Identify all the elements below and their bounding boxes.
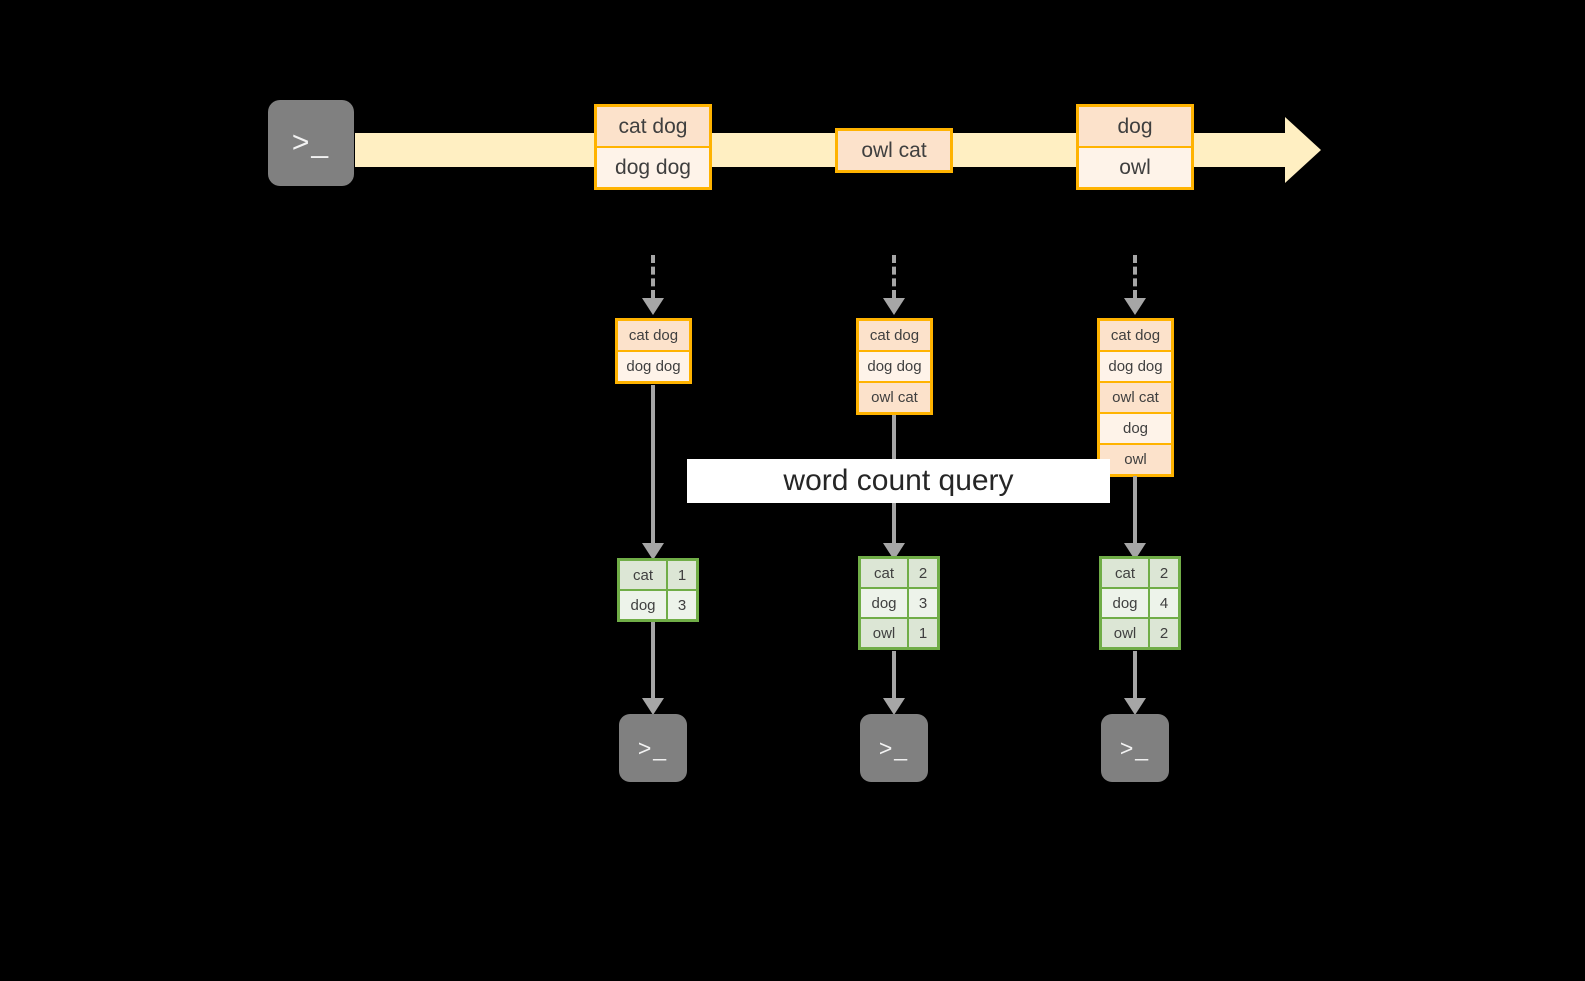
sink-terminal-icon-1: >_	[611, 706, 695, 790]
sink-terminal-icon-2: >_	[852, 706, 936, 790]
stream-group-batch-3: dog owl	[1076, 104, 1194, 190]
result-value: 4	[1150, 589, 1178, 617]
result-value: 3	[909, 589, 937, 617]
result-key: cat	[620, 561, 666, 589]
input-row: dog dog	[859, 352, 930, 381]
input-row: cat dog	[618, 321, 689, 350]
terminal-prompt-glyph: >_	[291, 126, 331, 159]
input-row: owl	[1100, 445, 1171, 474]
result-value: 2	[909, 559, 937, 587]
query-banner: word count query	[687, 459, 1110, 503]
result-row: cat 1	[620, 561, 696, 589]
stream-record: cat dog	[597, 107, 709, 146]
input-table-trigger-2: cat dog dog dog owl cat	[856, 318, 933, 415]
terminal-prompt-glyph: >_	[637, 734, 669, 761]
sink-terminal-icon-3: >_	[1093, 706, 1177, 790]
result-row: owl 1	[861, 619, 937, 647]
terminal-prompt-glyph: >_	[878, 734, 910, 761]
result-key: cat	[1102, 559, 1148, 587]
result-row: dog 4	[1102, 589, 1178, 617]
input-table-trigger-1: cat dog dog dog	[615, 318, 692, 384]
result-key: dog	[861, 589, 907, 617]
stream-arrow-head	[1285, 117, 1321, 183]
query-banner-label: word count query	[783, 464, 1014, 497]
stream-group-batch-1: cat dog dog dog	[594, 104, 712, 190]
result-row: owl 2	[1102, 619, 1178, 647]
stream-record: owl cat	[838, 131, 950, 170]
result-key: owl	[1102, 619, 1148, 647]
result-row: cat 2	[861, 559, 937, 587]
result-value: 2	[1150, 559, 1178, 587]
result-row: dog 3	[620, 591, 696, 619]
input-row: dog dog	[618, 352, 689, 381]
source-terminal-icon: >_	[260, 92, 362, 194]
input-row: owl cat	[1100, 383, 1171, 412]
stream-record: owl	[1079, 148, 1191, 187]
result-key: dog	[620, 591, 666, 619]
result-key: dog	[1102, 589, 1148, 617]
stream-record: dog dog	[597, 148, 709, 187]
input-row: owl cat	[859, 383, 930, 412]
result-key: owl	[861, 619, 907, 647]
result-value: 2	[1150, 619, 1178, 647]
input-row: dog dog	[1100, 352, 1171, 381]
result-key: cat	[861, 559, 907, 587]
result-value: 1	[668, 561, 696, 589]
result-table-trigger-3: cat 2 dog 4 owl 2	[1099, 556, 1181, 650]
terminal-prompt-glyph: >_	[1119, 734, 1151, 761]
input-row: cat dog	[1100, 321, 1171, 350]
stream-record: dog	[1079, 107, 1191, 146]
input-row: dog	[1100, 414, 1171, 443]
input-table-trigger-3: cat dog dog dog owl cat dog owl	[1097, 318, 1174, 477]
stream-group-batch-2: owl cat	[835, 128, 953, 173]
result-table-trigger-2: cat 2 dog 3 owl 1	[858, 556, 940, 650]
input-row: cat dog	[859, 321, 930, 350]
result-value: 3	[668, 591, 696, 619]
result-table-trigger-1: cat 1 dog 3	[617, 558, 699, 622]
result-row: dog 3	[861, 589, 937, 617]
result-row: cat 2	[1102, 559, 1178, 587]
result-value: 1	[909, 619, 937, 647]
